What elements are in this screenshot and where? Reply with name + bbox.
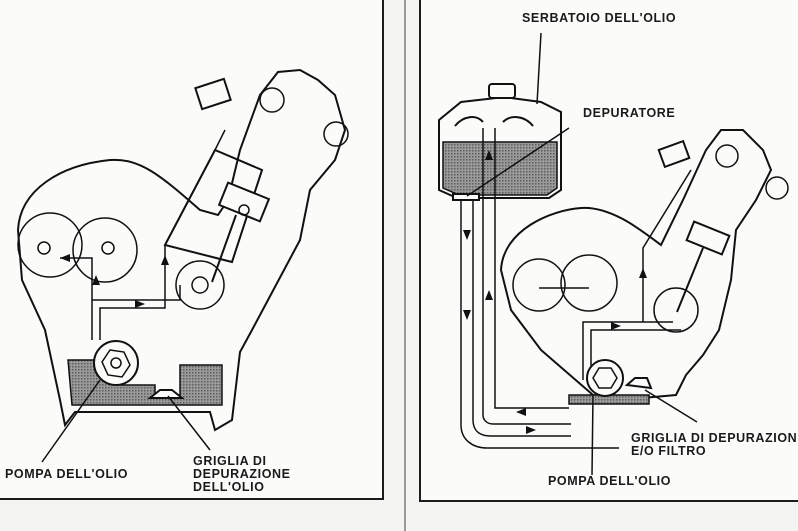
tank-return-arrow-right — [502, 116, 534, 127]
flow-arrow — [161, 255, 169, 265]
tank-cap — [488, 83, 516, 99]
oil-feed-pipe — [460, 200, 619, 449]
camshaft-2 — [765, 176, 789, 200]
flow-arrow — [611, 322, 621, 330]
flow-arrow — [60, 254, 70, 262]
pump-leader-line — [591, 394, 594, 476]
flow-arrow — [135, 300, 145, 308]
cylinder-head-fins — [194, 77, 232, 111]
pump-shaft — [110, 357, 122, 369]
camshaft-2 — [323, 121, 349, 147]
flow-arrow — [516, 408, 526, 416]
cylinder-head-fins — [657, 139, 691, 169]
gear-right — [560, 254, 618, 312]
page-fold-line — [404, 0, 406, 531]
oil-pump — [586, 359, 624, 397]
tank-filter — [452, 193, 480, 201]
label-oil-strainer-line2: DEPURAZIONE — [193, 467, 291, 481]
connecting-rod — [676, 247, 704, 313]
flow-arrow — [485, 150, 493, 160]
flow-arrow — [92, 275, 100, 285]
pump-rotor — [101, 349, 131, 378]
label-oil-strainer-line1: GRIGLIA DI — [193, 454, 267, 468]
flow-arrow — [639, 268, 647, 278]
sump-oil-level — [67, 359, 223, 406]
tank-return-arrow-left — [454, 116, 484, 127]
dry-sump-panel: SERBATOIO DELL'OLIO DEPURATORE GRIGLIA D… — [419, 0, 798, 502]
oil-passage-main — [582, 169, 692, 380]
gear-hub-right — [101, 241, 115, 255]
wet-sump-panel: POMPA DELL'OLIO GRIGLIA DI DEPURAZIONE D… — [0, 0, 384, 500]
pump-rotor — [592, 367, 618, 389]
flow-arrow — [463, 310, 471, 320]
camshaft-1 — [259, 87, 285, 113]
label-oil-pump: POMPA DELL'OLIO — [5, 467, 129, 481]
gear-hub-left — [37, 241, 51, 255]
gear-left — [512, 258, 566, 312]
tank-oil-level — [442, 141, 558, 196]
wet-sump-diagram — [16, 68, 349, 463]
gear-right — [72, 217, 138, 283]
label-strainer-line1: GRIGLIA DI DEPURAZIONE — [631, 431, 798, 445]
label-oil-tank: SERBATOIO DELL'OLIO — [522, 11, 677, 25]
sump-oil — [568, 394, 650, 405]
crankshaft — [653, 287, 699, 333]
label-oil-pump: POMPA DELL'OLIO — [548, 474, 672, 488]
label-strainer-line2: E/O FILTRO — [631, 444, 707, 458]
oil-pump — [93, 340, 139, 386]
oil-strainer — [147, 389, 185, 399]
oil-return-pipe — [482, 128, 571, 425]
oil-strainer — [624, 377, 653, 390]
piston-pin — [238, 204, 250, 216]
crank-journal — [191, 276, 209, 294]
oil-passage-gear — [60, 257, 93, 300]
flow-arrow — [526, 426, 536, 434]
dry-sump-diagram — [438, 32, 789, 476]
label-filter: DEPURATORE — [583, 106, 676, 120]
label-oil-strainer-line3: DELL'OLIO — [193, 480, 265, 494]
tank-leader-line — [536, 32, 542, 105]
camshaft-1 — [715, 144, 739, 168]
crankshaft — [175, 260, 225, 310]
crankcase-outline — [16, 68, 347, 432]
piston — [685, 220, 731, 256]
flow-arrow — [463, 230, 471, 240]
crankcase-outline — [499, 129, 773, 402]
connecting-rod — [211, 214, 237, 283]
oil-passage-main — [91, 129, 226, 340]
filter-leader-line — [466, 127, 570, 197]
strainer-leader-line — [167, 395, 211, 451]
gear-left — [17, 212, 83, 278]
strainer-leader-line — [644, 389, 698, 423]
pump-leader-line — [41, 379, 101, 463]
flow-arrow — [485, 290, 493, 300]
